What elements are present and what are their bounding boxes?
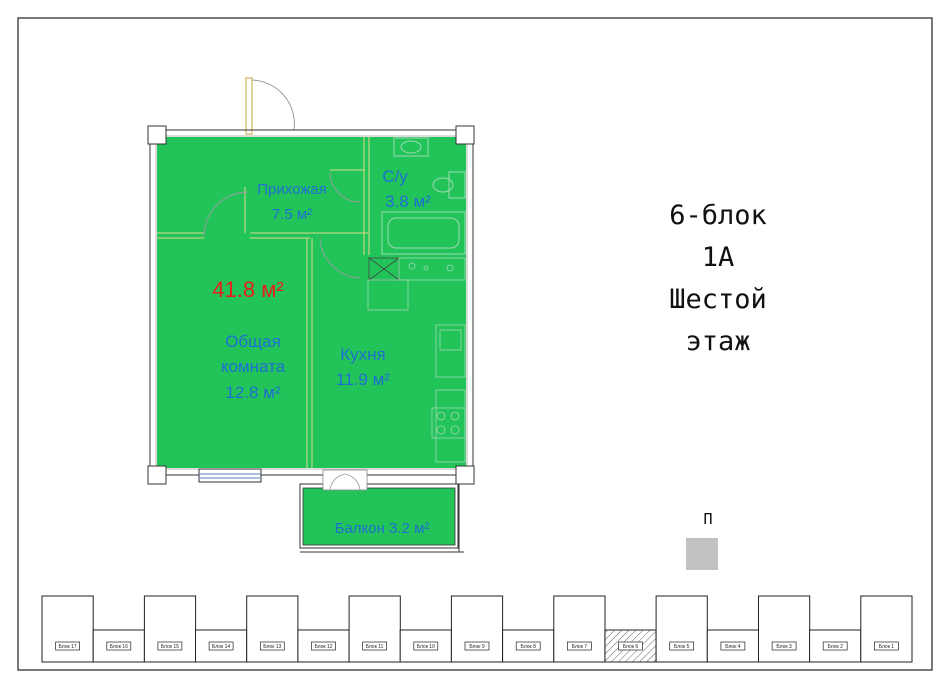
key-plan-block [143,595,197,663]
key-plan-block [246,595,299,663]
room-label-kitchen: Кухня [340,345,386,364]
key-plan-label-frame [669,641,695,651]
apartment-plan: Прихожая 7.5 м² С/у 3.8 м² 41.8 м² Общая… [147,77,475,553]
key-plan-block-label: Блок 9 [469,644,485,650]
key-plan-block [655,595,708,663]
key-plan-label-frame [413,641,439,651]
key-plan-block-label: Блок 3 [776,644,792,650]
room-label-balcony: Балкон 3.2 м² [335,520,430,537]
key-plan-block-label: Блок 10 [417,644,435,650]
key-plan-block-label: Блок 17 [59,644,77,650]
key-plan-block [41,595,94,663]
room-label-living-2: комната [221,357,286,376]
key-plan-block-label: Блок 4 [725,644,741,650]
key-plan-block-label: Блок 2 [828,644,844,650]
key-plan-block-label: Блок 1 [879,644,895,650]
caption-block: 6-блок [669,200,767,231]
caption-apartment: 1А [702,242,735,273]
key-plan-block [450,595,504,663]
key-plan-block-label: Блок 16 [110,644,128,650]
key-plan-block-label: Блок 13 [263,644,281,650]
key-plan-block-label: Блок 8 [521,644,537,650]
window [198,468,262,483]
sheet-border [17,17,933,671]
bathroom-fixtures [381,137,466,255]
key-plan-block-label: Блок 14 [212,644,230,650]
interior-walls [157,137,370,468]
key-plan: Блок 17 Блок 16 Блок 15 Блок 14 Блок 13 Блок … [41,595,913,663]
key-plan-label-frame [822,641,848,651]
key-plan-block [758,595,811,663]
key-plan-block-label: Блок 5 [674,644,690,650]
key-plan-label-frame [106,641,132,651]
key-plan-label-frame [157,641,183,651]
outer-wall [149,129,474,476]
key-plan-label-frame [515,641,541,651]
key-plan-block-label: Блок 6 [623,644,639,650]
key-plan-block-label: Блок 12 [314,644,332,650]
key-plan-block-label: Блок 15 [161,644,179,650]
column [147,125,167,145]
column [147,465,167,485]
interior-doors [203,171,361,279]
key-plan-label-frame [720,641,746,651]
entrance-door [245,77,295,135]
key-plan-block-label: Блок 11 [366,644,384,650]
column [455,465,475,485]
key-plan-label-frame [311,641,336,651]
key-plan-label-frame [874,641,899,651]
room-label-bathroom: С/у [382,167,408,186]
key-plan-label-frame [208,641,234,651]
key-plan-label-frame [771,641,797,651]
key-plan-label-frame [618,641,643,651]
balcony [299,469,464,553]
block-caption: 6-блок 1А Шестой этаж [669,200,767,357]
key-plan-label-frame [55,641,80,651]
caption-floor-word: Шестой [669,284,767,315]
kitchen-fixtures [367,257,466,463]
column [455,125,475,145]
key-plan-label-frame [259,641,285,651]
key-plan-block [553,595,606,663]
room-area-living: 12.8 м² [225,383,280,402]
room-area-kitchen: 11.9 м² [336,370,390,389]
room-area-hallway: 7.5 м² [272,206,312,223]
room-area-bathroom: 3.8 м² [385,192,431,211]
key-plan-block [860,595,913,663]
key-plan-block [348,595,401,663]
key-plan-block-label: Блок 7 [572,644,588,650]
legend-symbol: П [703,510,712,528]
room-label-living: Общая [225,332,281,351]
total-area: 41.8 м² [212,277,283,302]
legend-swatch [686,538,718,570]
caption-floor-word-2: этаж [685,326,750,357]
key-plan-block [502,629,555,663]
key-plan-label-frame [464,641,490,651]
legend: П [686,510,718,570]
room-label-hallway: Прихожая [257,181,327,198]
key-plan-label-frame [567,641,592,651]
key-plan-label-frame [362,641,387,651]
